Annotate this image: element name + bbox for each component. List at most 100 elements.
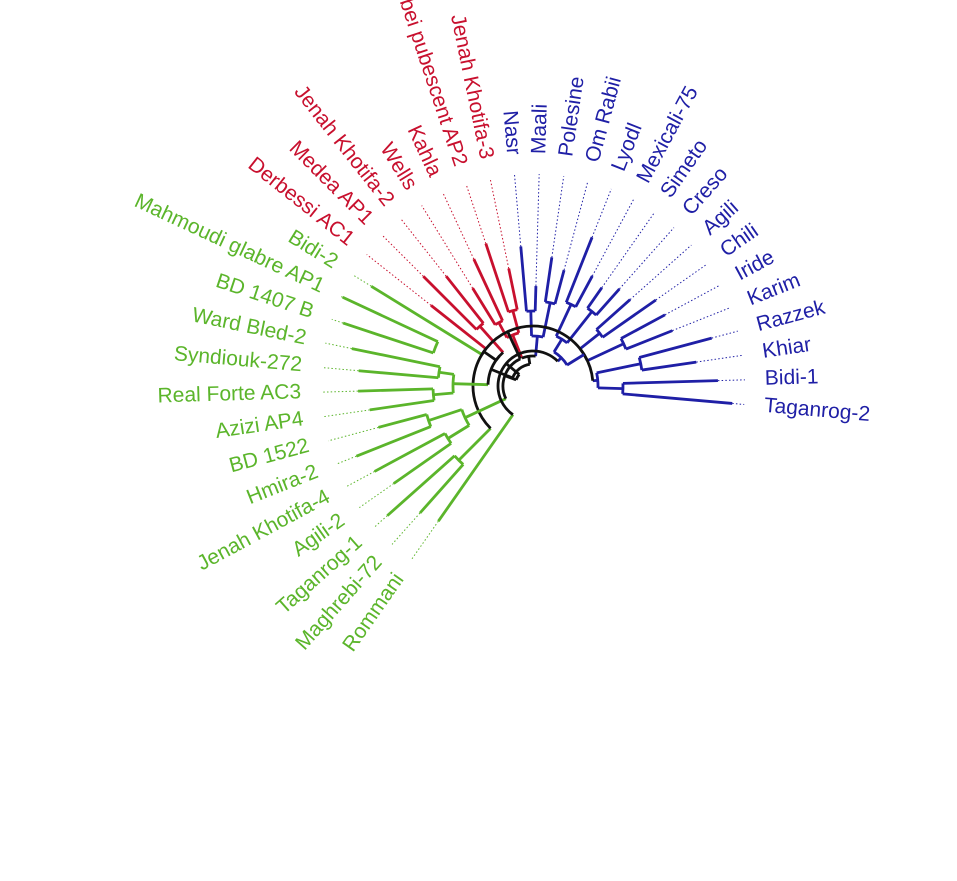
dendrogram-branches	[342, 236, 733, 522]
leaf-leader	[535, 174, 540, 287]
branch-segment	[622, 379, 718, 385]
leaf-label: Bidi-1	[765, 365, 819, 390]
leaf-leader	[442, 193, 475, 260]
leaf-leader	[717, 379, 745, 382]
branch-segment	[358, 387, 434, 393]
branch-segment	[373, 432, 446, 473]
leaf-label: Taganrog-2	[763, 394, 871, 426]
clade-arc	[431, 388, 436, 401]
branch-segment	[472, 258, 504, 322]
branch-segment	[437, 413, 515, 522]
leaf-leader	[346, 470, 375, 488]
branch-segment	[552, 338, 564, 353]
branch-segment	[579, 332, 601, 350]
leaf-leader	[340, 295, 343, 298]
branch-segment	[574, 275, 594, 308]
branch-segment	[392, 442, 452, 485]
branch-segment	[641, 360, 697, 372]
clade-arc	[531, 334, 544, 339]
clade-arc	[555, 334, 568, 344]
branch-segment	[564, 236, 594, 303]
leaf-leader	[331, 318, 344, 324]
clade-arc	[545, 300, 556, 306]
branch-segment	[596, 362, 642, 375]
leaf-leader	[514, 174, 522, 247]
branch-segment	[553, 269, 566, 305]
leaf-leader	[323, 409, 370, 418]
branch-segment	[595, 287, 621, 316]
leaf-leader	[421, 205, 474, 289]
leaf-label: Khiar	[761, 333, 813, 363]
branch-segment	[438, 370, 455, 376]
clade-arc	[486, 355, 501, 385]
branch-segment	[534, 336, 539, 357]
branch-segment	[541, 302, 552, 338]
branch-segment	[586, 342, 625, 362]
leaf-label: Syndiouk-272	[173, 342, 303, 376]
leaf-leader	[696, 354, 743, 363]
branch-segment	[620, 313, 666, 340]
leaf-leader-lines	[321, 174, 745, 560]
leaf-leader	[366, 254, 432, 306]
branch-segment	[471, 287, 497, 326]
leaf-leader	[629, 244, 692, 300]
leaf-label: Nasr	[498, 110, 525, 156]
branch-segment	[478, 325, 505, 354]
branch-segment	[464, 397, 507, 419]
branch-segment	[507, 268, 519, 310]
branch-segment	[566, 353, 585, 367]
leaf-leader	[374, 515, 388, 528]
leaf-leader	[591, 188, 612, 238]
branch-segment	[370, 285, 483, 356]
branch-segment	[595, 298, 632, 331]
clade-arc	[432, 341, 440, 354]
branch-segment	[597, 386, 624, 391]
branch-segment	[638, 336, 713, 359]
leaf-leader	[325, 342, 352, 350]
leaf-leader	[401, 219, 447, 277]
branch-segment	[505, 362, 521, 376]
branch-segment	[428, 408, 463, 422]
branch-segment	[386, 454, 456, 517]
branch-segment	[433, 391, 454, 397]
branch-segment	[457, 427, 492, 462]
branch-segment	[358, 369, 439, 380]
branch-segment	[430, 304, 487, 350]
leaf-leader	[619, 227, 675, 290]
leaf-label: Maali	[527, 104, 551, 155]
leaf-leader	[563, 181, 589, 271]
branch-segment	[351, 347, 441, 369]
branch-segment	[369, 399, 435, 412]
branch-segment	[418, 463, 465, 514]
leaf-leader	[382, 235, 424, 277]
leaf-leader	[335, 455, 357, 465]
branch-segment	[445, 275, 485, 325]
branch-segment	[497, 321, 509, 339]
clade-arc	[619, 337, 628, 350]
clade-arc	[508, 308, 518, 314]
leaf-leader	[591, 199, 635, 277]
branch-segment	[601, 298, 657, 339]
leaf-leader	[655, 263, 707, 301]
branch-segment	[484, 243, 510, 313]
leaf-leader	[359, 483, 395, 509]
clade-arc	[637, 357, 644, 371]
leaf-leader	[551, 176, 565, 258]
leaf-leader	[352, 274, 372, 287]
branch-segment	[529, 310, 533, 337]
branch-segment	[566, 310, 594, 344]
branch-segment	[533, 286, 538, 312]
branch-segment	[422, 275, 478, 331]
clade-arc	[453, 454, 465, 466]
clade-arc	[595, 328, 604, 339]
branch-segment	[483, 350, 497, 362]
clade-arc	[475, 322, 485, 331]
branch-segment	[342, 295, 439, 343]
leaf-leader	[672, 307, 731, 332]
branch-segment	[378, 413, 428, 429]
clade-arc	[451, 374, 456, 394]
branch-segment	[452, 382, 489, 387]
leaf-leader	[321, 390, 359, 393]
branch-segment	[625, 329, 673, 351]
